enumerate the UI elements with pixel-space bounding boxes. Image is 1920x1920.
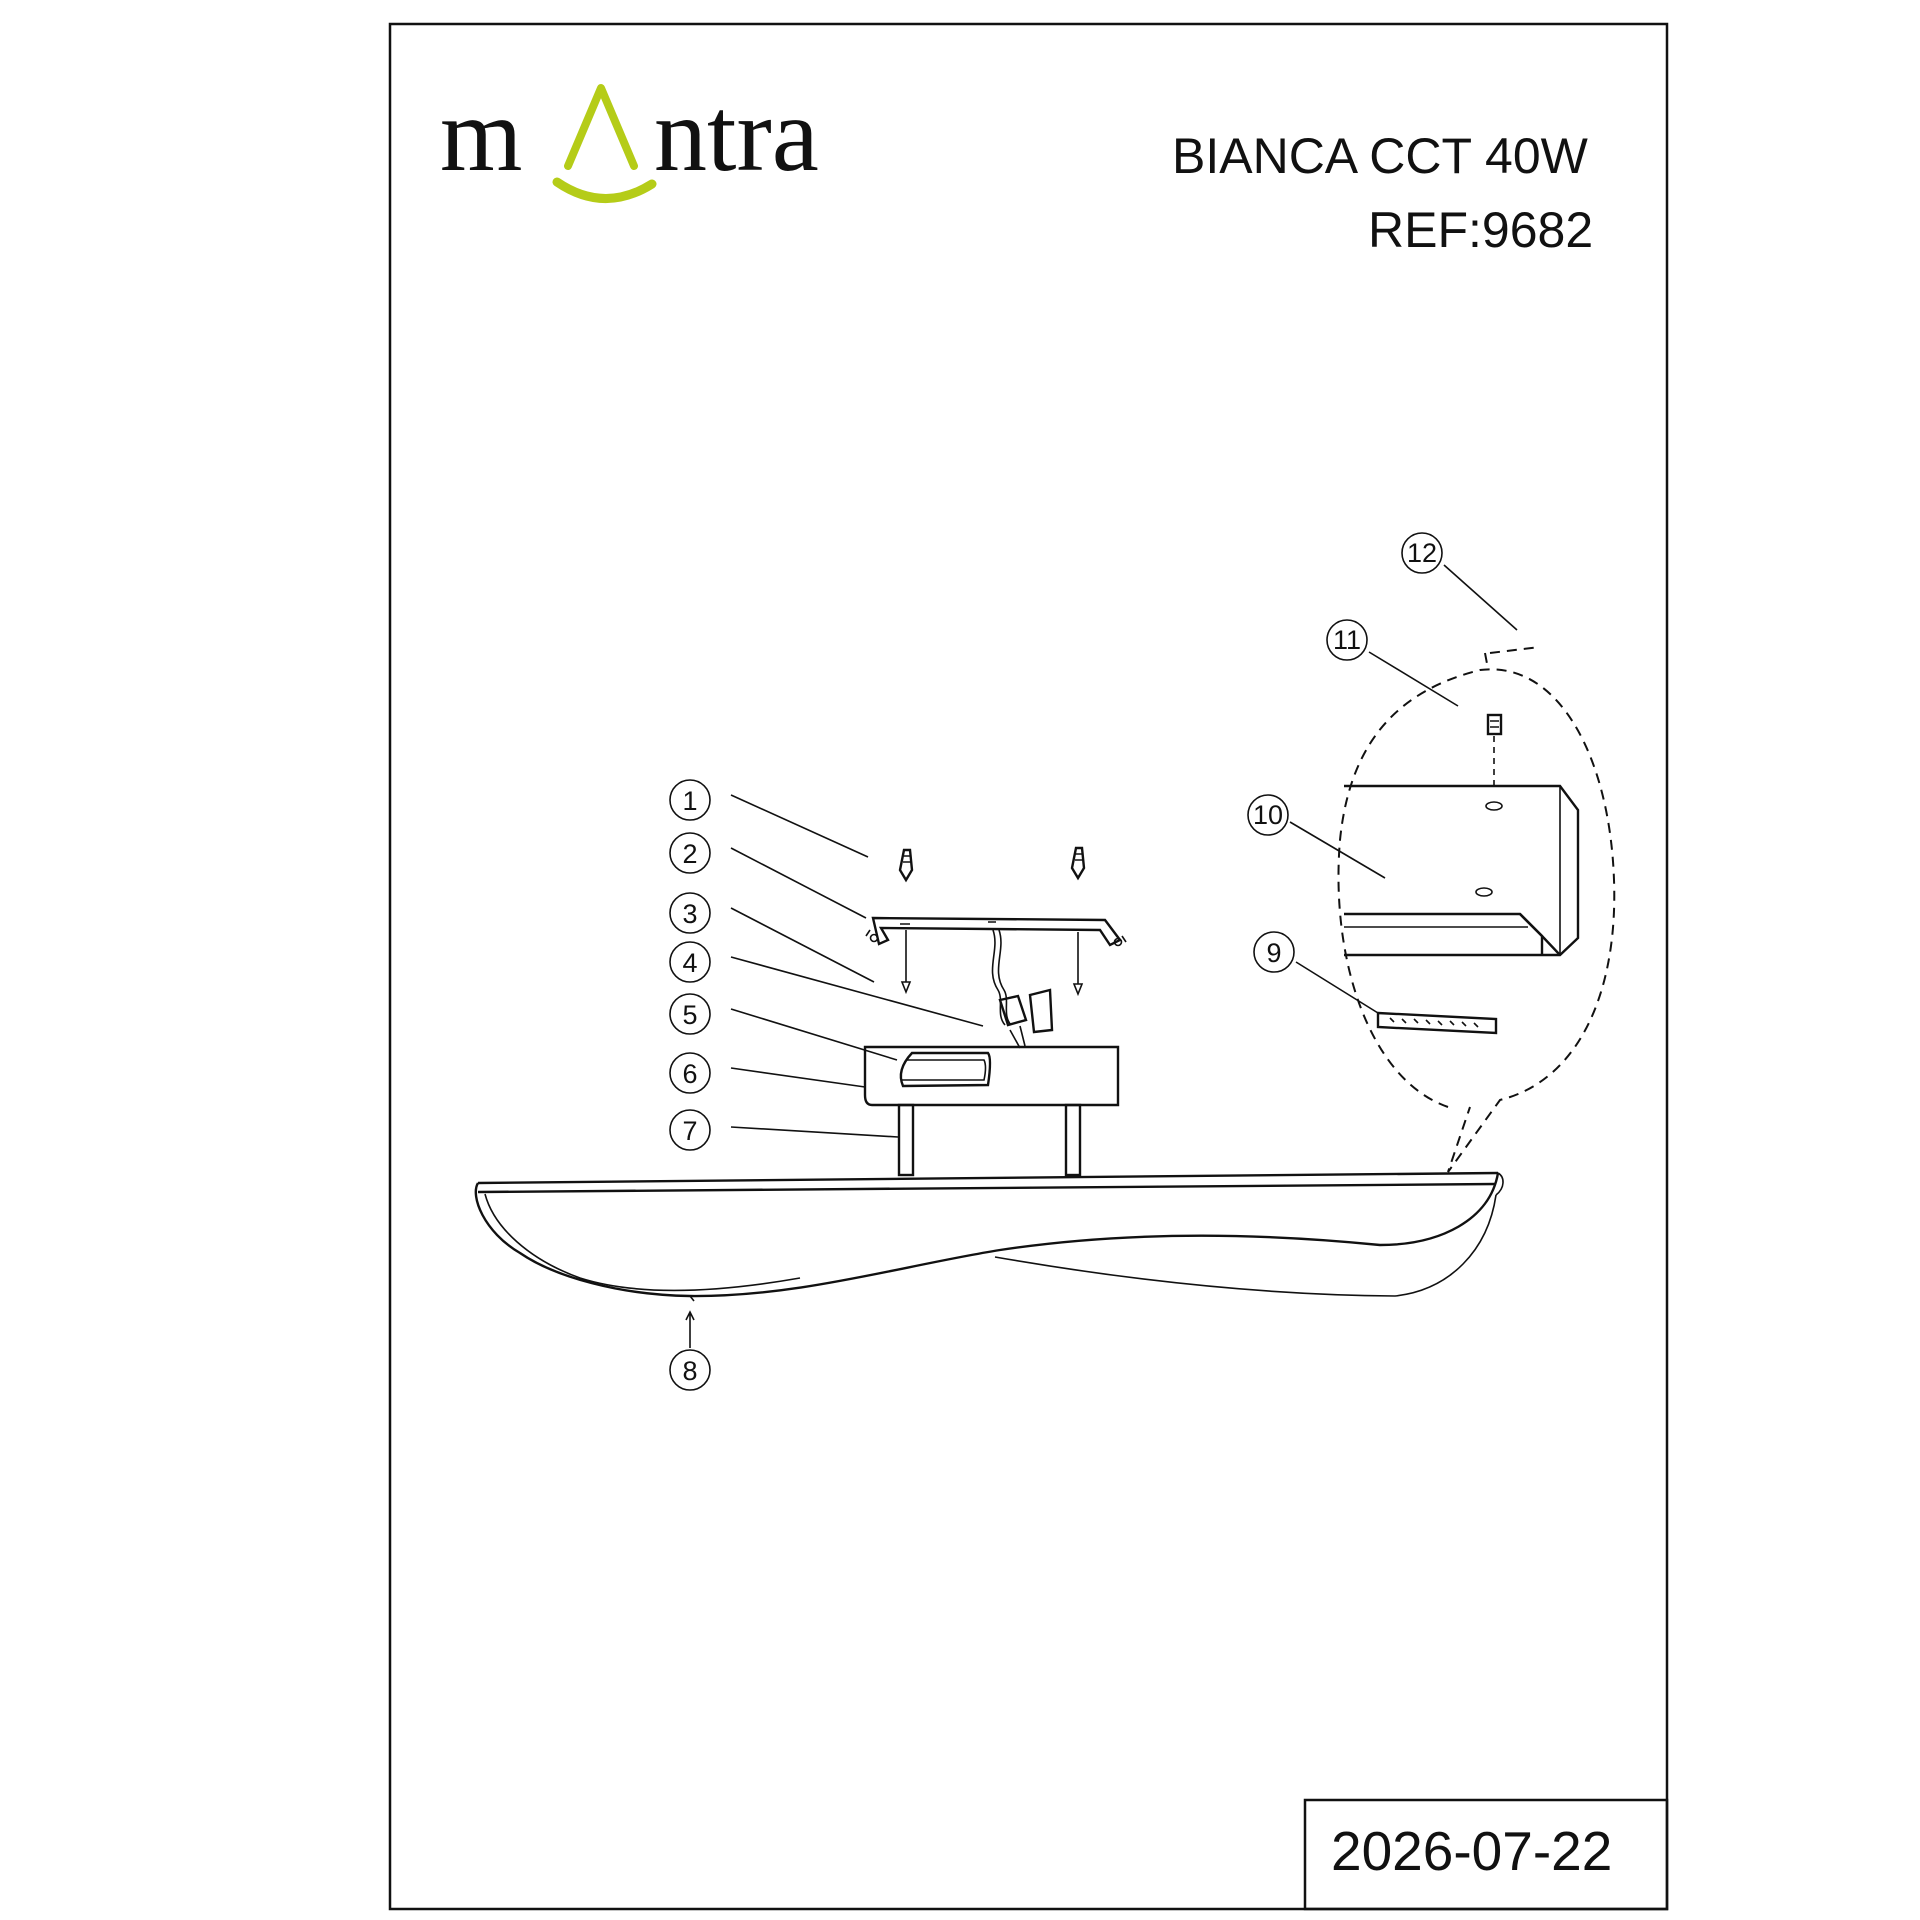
product-name: BIANCA CCT 40W: [1172, 128, 1589, 184]
diffuser-body: [474, 1171, 1504, 1302]
led-driver: [899, 1051, 992, 1088]
callout-9-number: 9: [1266, 938, 1281, 968]
callout-9: 9: [1253, 931, 1379, 1014]
callout-2: 2: [669, 832, 867, 919]
detail-led-strip: [1376, 1011, 1498, 1035]
revision-date: 2026-07-22: [1331, 1820, 1612, 1882]
callout-5: 5: [669, 993, 898, 1061]
callout-3-number: 3: [682, 899, 697, 929]
callout-7: 7: [669, 1109, 899, 1151]
callout-12-number: 12: [1407, 538, 1437, 568]
callout-8: 8: [669, 1310, 711, 1391]
callout-4-number: 4: [682, 948, 697, 978]
callout-7-number: 7: [682, 1116, 697, 1146]
mantra-logo: m ntra: [440, 76, 819, 203]
mounting-bracket: [865, 916, 1127, 947]
bracket-screws: [898, 846, 1086, 883]
callout-4: 4: [669, 941, 984, 1027]
callout-11: 11: [1326, 619, 1459, 707]
callout-2-number: 2: [682, 839, 697, 869]
logo-accent-chevron: [564, 84, 638, 170]
detail-bubble: [1337, 646, 1616, 1173]
detail-housing: [1344, 784, 1580, 957]
page-border: [388, 22, 1669, 1911]
callout-10-number: 10: [1253, 800, 1283, 830]
callout-6-number: 6: [682, 1059, 697, 1089]
logo-accent-smile: [552, 177, 657, 203]
callout-8-number: 8: [682, 1356, 697, 1386]
screws-lower: [900, 930, 1084, 997]
logo-left-letter: m: [440, 76, 522, 193]
canopy-box: [863, 1045, 1120, 1107]
logo-right-letters: ntra: [654, 76, 819, 193]
detail-nut: [1486, 713, 1503, 790]
reference-number: REF:9682: [1368, 202, 1593, 258]
support-rods: [897, 1103, 1082, 1177]
callout-6: 6: [669, 1052, 866, 1094]
callout-5-number: 5: [682, 1000, 697, 1030]
callout-10: 10: [1247, 794, 1386, 879]
callout-12: 12: [1401, 532, 1518, 631]
callout-1-number: 1: [682, 786, 697, 816]
luminaire-assembly: [474, 846, 1504, 1302]
callout-3: 3: [669, 892, 875, 983]
date-box: [1303, 1798, 1669, 1911]
callout-1: 1: [669, 779, 869, 858]
terminal-block: [991, 929, 1054, 1049]
callout-11-number: 11: [1333, 625, 1361, 655]
